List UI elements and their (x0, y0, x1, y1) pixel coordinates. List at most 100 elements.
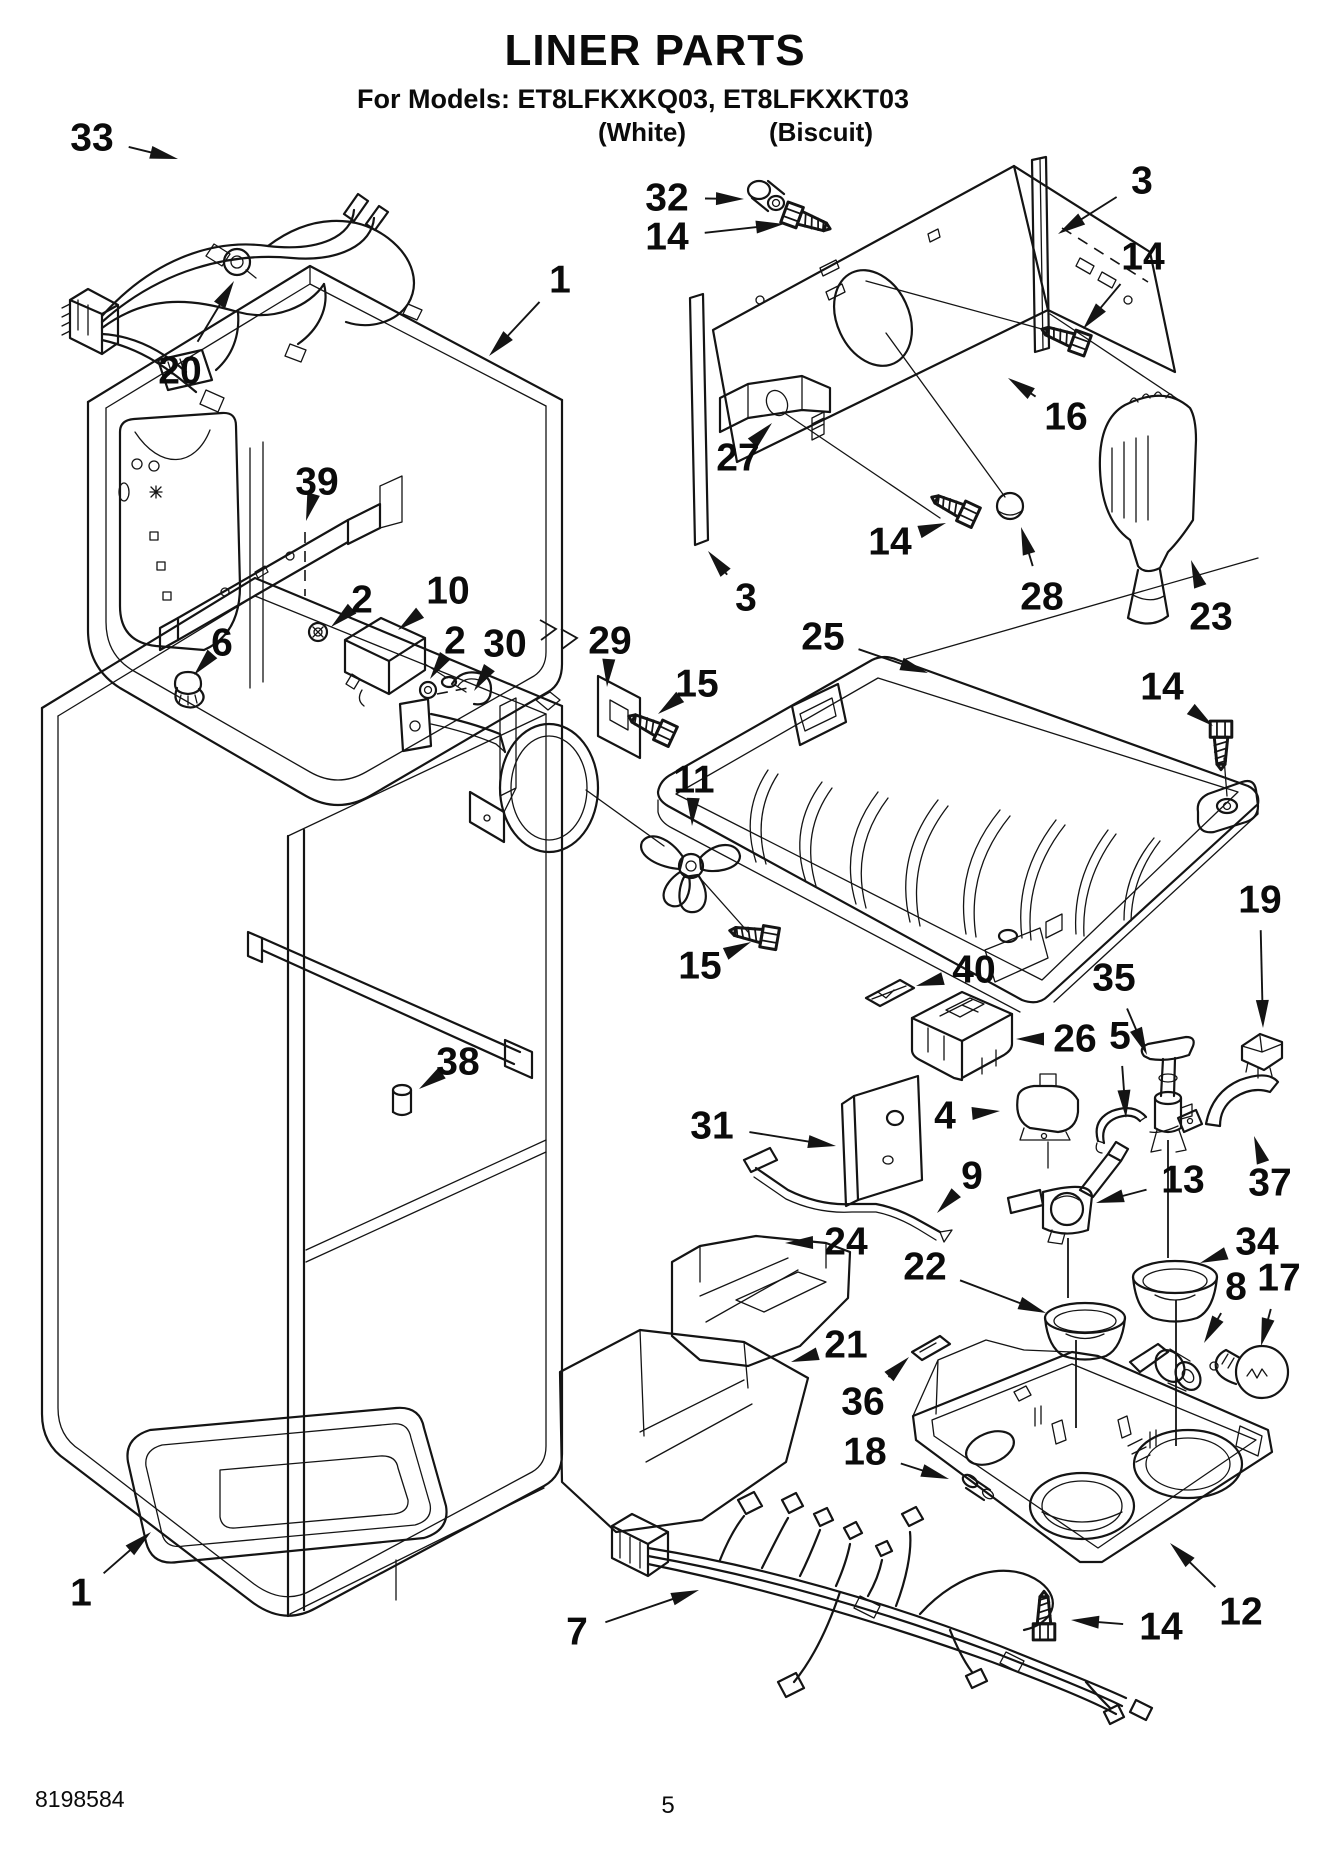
callout-8-38: 8 (1204, 1266, 1247, 1343)
screw-15a (622, 704, 679, 748)
partition-shelf-25 (656, 655, 1260, 1013)
callout-12-43: 12 (1170, 1543, 1263, 1634)
callout-number: 3 (735, 577, 757, 620)
screw-14e (1208, 719, 1234, 772)
callout-number: 12 (1219, 1591, 1262, 1634)
trim-strip-3-right-inner (1039, 158, 1044, 351)
crisper-pan-recess (126, 1406, 448, 1601)
callout-number: 10 (426, 570, 469, 613)
callout-number: 35 (1092, 957, 1135, 1000)
screw-14b (1036, 317, 1093, 358)
color-variant-white: (White) (597, 117, 687, 147)
mullion-bracket-39 (158, 475, 403, 652)
bracket-plate-31 (840, 1074, 924, 1208)
callout-number: 13 (1161, 1159, 1204, 1202)
clip-tag-40 (864, 978, 916, 1008)
page-number: 5 (661, 1792, 675, 1819)
callout-number: 37 (1248, 1162, 1291, 1205)
callout-number: 4 (934, 1095, 956, 1138)
callout-number: 15 (678, 945, 721, 988)
callout-27-8: 27 (716, 423, 772, 480)
assembly-axis-lines (1067, 1140, 1177, 1446)
callout-18-42: 18 (843, 1431, 949, 1479)
callout-39-15: 39 (295, 461, 339, 521)
callout-37-34: 37 (1248, 1136, 1292, 1205)
callout-number: 14 (1139, 1606, 1183, 1649)
grommet-32 (746, 179, 786, 213)
callout-number: 21 (824, 1324, 867, 1367)
callout-number: 26 (1053, 1018, 1096, 1061)
callout-number: 25 (801, 616, 844, 659)
callout-17-39: 17 (1257, 1257, 1301, 1346)
callout-10-17: 10 (398, 570, 470, 630)
callout-4-30: 4 (934, 1095, 1000, 1138)
screw-15b (726, 918, 781, 952)
callout-1-47: 1 (70, 1532, 151, 1615)
screw-14c (925, 485, 982, 529)
callout-number: 2 (351, 579, 373, 622)
callout-29-20: 29 (588, 620, 632, 687)
callout-9-32: 9 (937, 1155, 983, 1213)
callout-number: 30 (483, 623, 526, 666)
air-duct-24 (670, 1234, 852, 1368)
shield-cup-22 (1043, 1301, 1127, 1361)
retainer-ring-5 (1095, 1106, 1148, 1154)
callout-number: 28 (1020, 576, 1063, 619)
callout-number: 40 (952, 949, 995, 992)
callout-number: 5 (1109, 1015, 1131, 1058)
freezer-liner-1 (86, 264, 564, 806)
callout-number: 1 (70, 1572, 92, 1615)
callout-number: 23 (1189, 596, 1232, 639)
callout-11-23: 11 (673, 759, 715, 826)
callout-14-6: 14 (1083, 236, 1165, 329)
chevron-marks (539, 619, 579, 650)
callout-14-44: 14 (1071, 1606, 1183, 1649)
callout-number: 33 (70, 117, 113, 160)
callout-2-16: 2 (331, 579, 373, 627)
callout-23-11: 23 (1189, 560, 1233, 639)
callout-32-3: 32 (645, 177, 744, 220)
callout-number: 3 (1131, 160, 1153, 203)
callout-number: 7 (566, 1611, 588, 1654)
ground-wire-9 (742, 1146, 953, 1243)
trim-strip-3-left (688, 292, 710, 547)
callout-number: 24 (824, 1221, 868, 1264)
callout-25-13: 25 (801, 616, 928, 673)
callout-number: 9 (961, 1155, 983, 1198)
control-housing-12 (911, 1339, 1274, 1564)
callout-26-26: 26 (1016, 1018, 1097, 1061)
callout-number: 39 (295, 461, 338, 504)
callout-1-2: 1 (489, 259, 571, 356)
screw-2a (307, 621, 329, 643)
callout-number: 38 (436, 1041, 479, 1084)
callout-number: 29 (588, 620, 631, 663)
callout-6-22: 6 (194, 622, 233, 675)
color-variant-biscuit: (Biscuit) (769, 117, 873, 147)
callout-2-18: 2 (430, 620, 466, 679)
callout-7-45: 7 (566, 1590, 699, 1654)
callout-14-14: 14 (1140, 666, 1213, 726)
lamp-socket-8 (1128, 1342, 1202, 1392)
callout-number: 14 (868, 521, 912, 564)
callout-number: 18 (843, 1431, 886, 1474)
callout-20-1: 20 (158, 281, 234, 393)
callout-number: 2 (444, 620, 466, 663)
screw-14a (779, 200, 836, 241)
callout-number: 31 (690, 1105, 733, 1148)
callout-15-24: 15 (678, 942, 751, 988)
callout-number: 14 (1121, 236, 1165, 279)
callout-33-0: 33 (70, 117, 178, 160)
callout-number: 32 (645, 177, 688, 220)
refrigerator-liner-1 (40, 576, 564, 1618)
shield-tag-36 (910, 1334, 952, 1362)
fill-tube-35 (1140, 1035, 1195, 1153)
document-number: 8198584 (35, 1786, 125, 1812)
callout-30-19: 30 (474, 623, 527, 691)
callout-36-41: 36 (841, 1357, 909, 1424)
fan-orifice-ring-29 (468, 674, 642, 854)
callout-35-27: 35 (1092, 957, 1147, 1055)
wire-harness-7 (610, 1490, 1154, 1726)
callout-14-4: 14 (645, 216, 784, 259)
